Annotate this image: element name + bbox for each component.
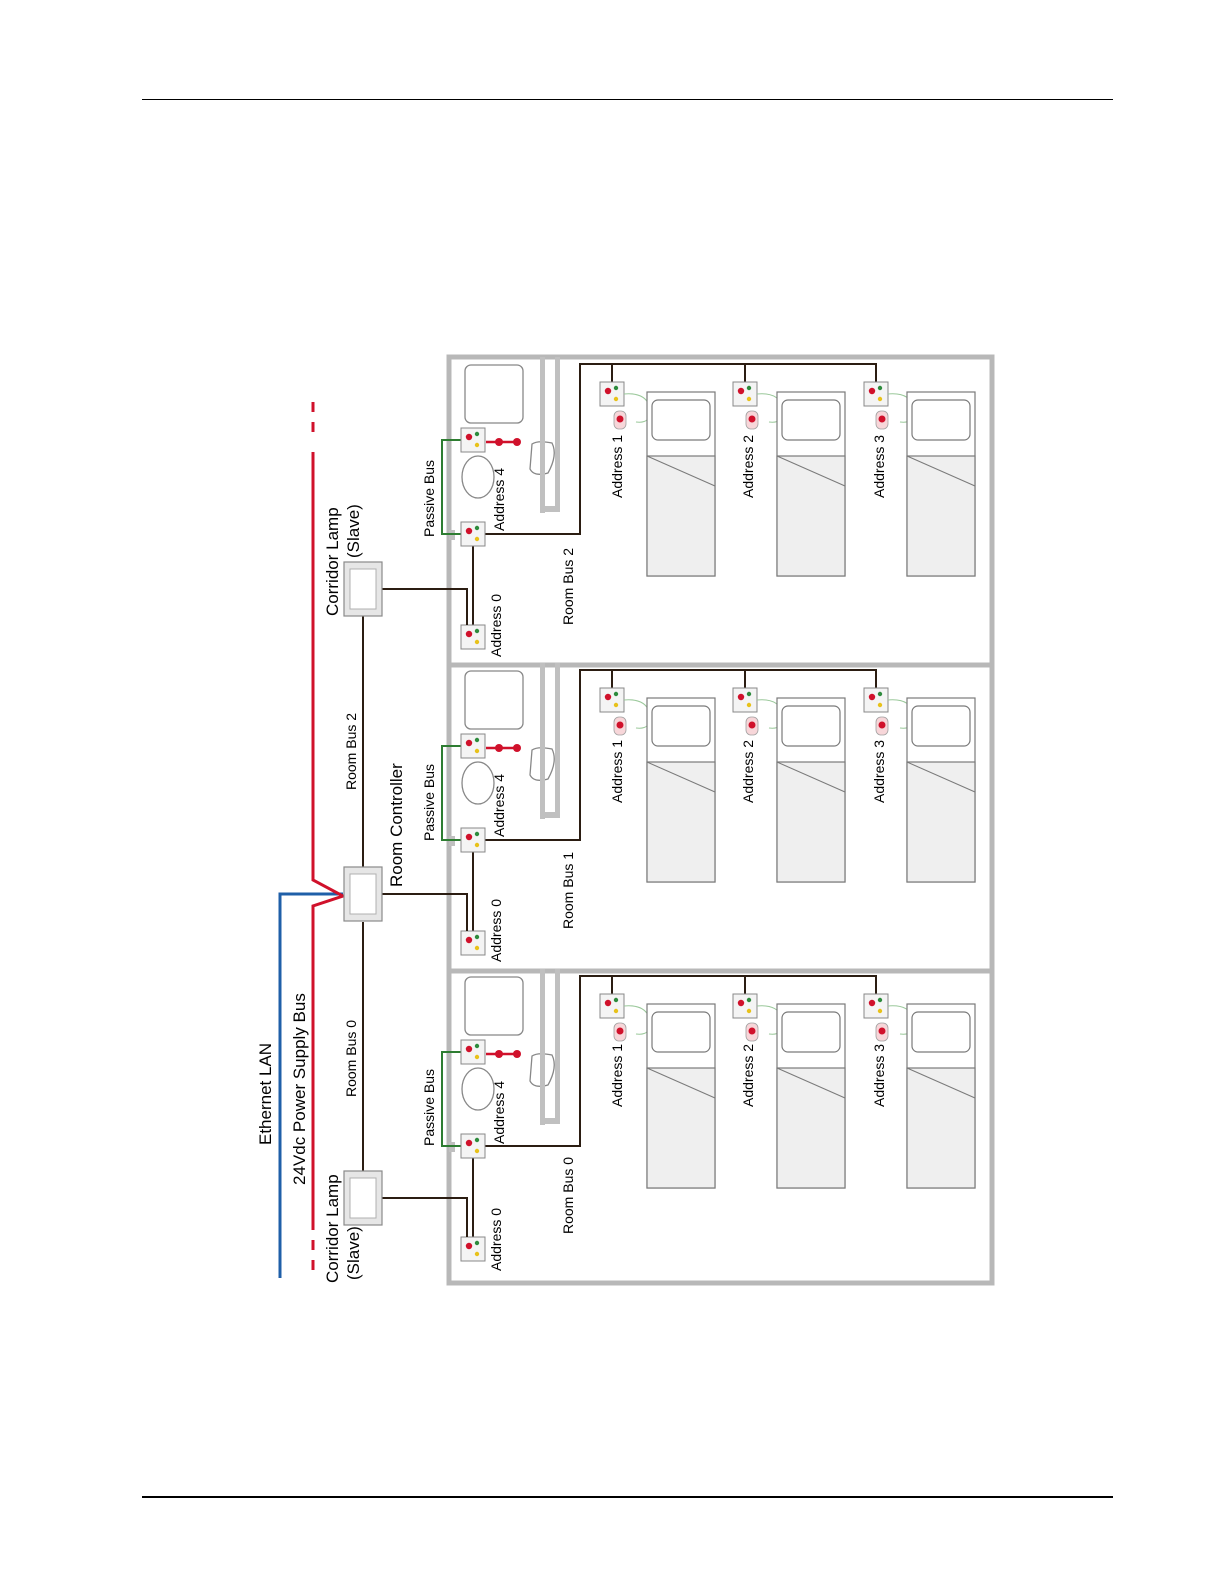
room-0-address-1-label: Address 1: [609, 1044, 625, 1107]
room-2-address-3-label: Address 3: [871, 435, 887, 498]
page-footer-rule: [142, 1496, 1113, 1498]
room-controller-label: Room Controller: [387, 763, 406, 887]
room-2: [442, 357, 975, 649]
room-1-address-4-label: Address 4: [491, 774, 507, 837]
room-bus-2-corridor-label: Room Bus 2: [343, 713, 359, 790]
room-1-address-0-label: Address 0: [488, 899, 504, 962]
building-outline: [446, 354, 995, 1286]
ethernet-lan-label: Ethernet LAN: [256, 1043, 275, 1145]
room-0: [442, 969, 975, 1261]
room-2-address-0-label: Address 0: [488, 594, 504, 657]
room-bus-wiring: [362, 588, 468, 1237]
room-1-address-3-label: Address 3: [871, 740, 887, 803]
room-bus-0-corridor-label: Room Bus 0: [343, 1020, 359, 1097]
room-0-room-bus-label: Room Bus 0: [560, 1157, 576, 1234]
room-0-address-4-label: Address 4: [491, 1081, 507, 1144]
corridor-lamp-top-sublabel: (Slave): [344, 504, 363, 558]
room-2-address-4-label: Address 4: [491, 468, 507, 531]
room-2-room-bus-label: Room Bus 2: [560, 548, 576, 625]
corridor-lamp-bottom-label: Corridor Lamp: [323, 1174, 342, 1283]
power-bus-label: 24Vdc Power Supply Bus: [290, 993, 309, 1185]
ethernet-lan-line: [278, 892, 343, 1278]
corridor-lamp-top-label: Corridor Lamp: [323, 507, 342, 616]
room-1-address-2-label: Address 2: [740, 740, 756, 803]
room-0-passive-bus-label: Passive Bus: [421, 1069, 437, 1146]
corridor-lamp-bottom-sublabel: (Slave): [344, 1226, 363, 1280]
power-supply-bus-line: [311, 402, 347, 1270]
corridor-lamp-bottom: [343, 1170, 383, 1226]
room-1-address-1-label: Address 1: [609, 740, 625, 803]
room-2-address-2-label: Address 2: [740, 435, 756, 498]
room-controller-box: [343, 866, 383, 922]
room-0-address-2-label: Address 2: [740, 1044, 756, 1107]
room-0-address-3-label: Address 3: [871, 1044, 887, 1107]
room-1-room-bus-label: Room Bus 1: [560, 852, 576, 929]
room-0-address-0-label: Address 0: [488, 1208, 504, 1271]
room-1-passive-bus-label: Passive Bus: [421, 764, 437, 841]
room-2-passive-bus-label: Passive Bus: [421, 460, 437, 537]
page-header-rule: [142, 99, 1113, 100]
corridor-lamp-top: [343, 561, 383, 617]
room-2-address-1-label: Address 1: [609, 435, 625, 498]
room-1: [442, 663, 975, 955]
